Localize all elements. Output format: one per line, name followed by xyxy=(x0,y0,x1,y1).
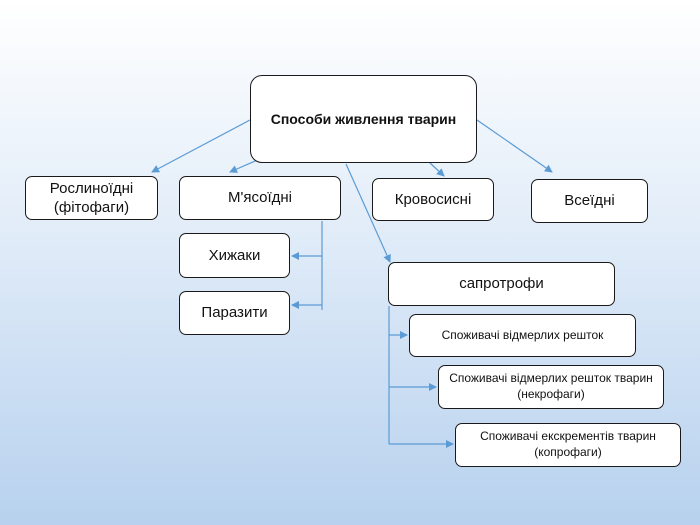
carnivores-label: М'ясоїдні xyxy=(227,189,293,207)
parasites-label: Паразити xyxy=(201,304,268,322)
omnivores-label: Всеїдні xyxy=(564,192,615,210)
root-node: Способи живлення тварин xyxy=(250,75,477,163)
node-herbivores: Рослиноїдні (фітофаги) xyxy=(25,176,158,220)
arrow-to-saprotrophs xyxy=(345,163,391,263)
necrophages-label: Споживачі відмерлих решток тварин (некро… xyxy=(449,371,653,401)
node-necrophages: Споживачі відмерлих решток тварин (некро… xyxy=(438,365,664,409)
node-carnivores: М'ясоїдні xyxy=(179,176,341,220)
arrow-to-bloodsuckers xyxy=(429,162,445,177)
remains-consumers-label: Споживачі відмерлих решток xyxy=(441,327,604,342)
arrow-to-omnivores xyxy=(476,119,553,173)
coprophages-label: Споживачі екскрементів тварин (копрофаги… xyxy=(480,429,656,459)
node-remains-consumers: Споживачі відмерлих решток xyxy=(409,314,636,357)
bloodsuckers-label: Кровосисні xyxy=(394,190,472,208)
saprotrophs-label: сапротрофи xyxy=(459,275,544,293)
predators-label: Хижаки xyxy=(208,246,261,264)
node-bloodsuckers: Кровосисні xyxy=(372,178,494,221)
node-predators: Хижаки xyxy=(179,233,290,278)
herbivores-label: Рослиноїдні (фітофаги) xyxy=(49,179,134,217)
node-parasites: Паразити xyxy=(179,291,290,335)
node-omnivores: Всеїдні xyxy=(531,179,648,223)
node-coprophages: Споживачі екскрементів тварин (копрофаги… xyxy=(455,423,681,467)
root-label: Способи живлення тварин xyxy=(270,110,457,127)
arrow-to-herbivores xyxy=(151,119,251,173)
node-saprotrophs: сапротрофи xyxy=(388,262,615,306)
